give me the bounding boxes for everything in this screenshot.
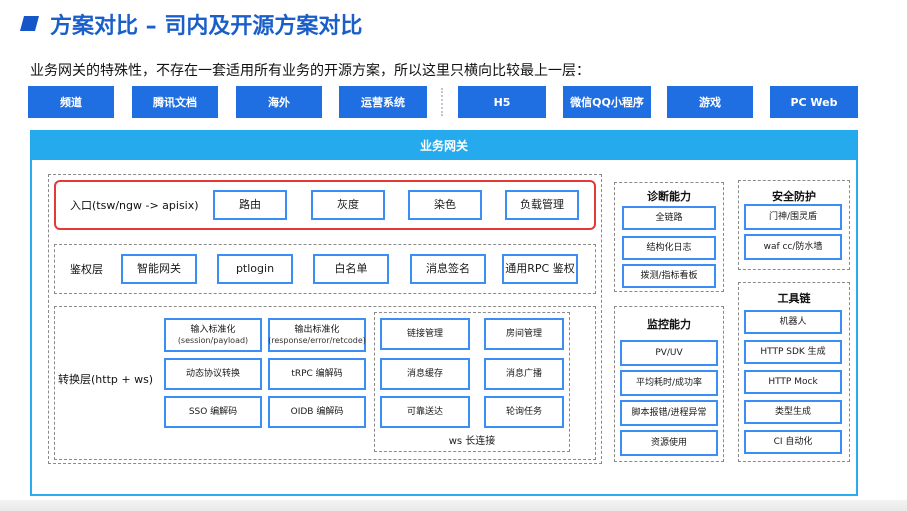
convert-input-normalize-sub: (session/payload) [177, 335, 249, 345]
auth-item-msg-sign: 消息签名 [410, 254, 486, 284]
diagnosis-group [614, 182, 724, 292]
monitor-group [614, 306, 724, 462]
top-tab-h5: H5 [458, 86, 546, 118]
ws-item-reliable: 可靠送达 [380, 396, 470, 428]
security-item-waf: waf cc/防水墙 [744, 234, 842, 260]
entry-item-route: 路由 [213, 190, 287, 220]
entry-item-dye: 染色 [408, 190, 482, 220]
ws-item-room-mgmt: 房间管理 [484, 318, 564, 350]
convert-oidb-codec: OIDB 编解码 [268, 396, 366, 428]
ws-item-msg-cache: 消息缓存 [380, 358, 470, 390]
page-subtitle: 业务网关的特殊性，不存在一套适用所有业务的开源方案，所以这里只横向比较最上一层： [30, 63, 590, 79]
top-tab-channel: 频道 [28, 86, 114, 118]
ws-container [374, 312, 570, 452]
entry-item-load: 负载管理 [505, 190, 579, 220]
auth-item-ptlogin: ptlogin [217, 254, 293, 284]
ws-item-conn-mgmt: 链接管理 [380, 318, 470, 350]
diagnosis-title: 诊断能力 [647, 190, 691, 203]
monitor-item-resource: 资源使用 [620, 430, 718, 456]
monitor-item-latency: 平均耗时/成功率 [620, 370, 718, 396]
security-title: 安全防护 [772, 190, 816, 203]
top-tab-ops-system: 运营系统 [339, 86, 427, 118]
layers-container [48, 174, 602, 464]
auth-item-smart-gateway: 智能网关 [121, 254, 197, 284]
tools-item-http-mock: HTTP Mock [744, 370, 842, 394]
tools-item-robot: 机器人 [744, 310, 842, 334]
convert-layer [54, 306, 596, 460]
convert-dynamic-protocol: 动态协议转换 [164, 358, 262, 390]
entry-item-gray: 灰度 [311, 190, 385, 220]
top-tab-tencent-docs: 腾讯文档 [132, 86, 218, 118]
slide-bottom-edge [0, 500, 907, 511]
convert-input-normalize: 输入标准化 (session/payload) [164, 318, 262, 352]
security-item-menshen: 门神/围灵盾 [744, 204, 842, 230]
title-marker-icon [19, 16, 40, 31]
top-tab-game: 游戏 [667, 86, 753, 118]
entry-layer [54, 180, 596, 230]
tools-item-type-gen: 类型生成 [744, 400, 842, 424]
top-tab-overseas: 海外 [236, 86, 322, 118]
top-tab-pc-web: PC Web [770, 86, 858, 118]
ws-label: ws 长连接 [448, 436, 496, 447]
tools-group [738, 282, 850, 462]
tools-title: 工具链 [777, 292, 811, 305]
diagnosis-item-struct-log: 结构化日志 [622, 236, 716, 260]
monitor-title: 监控能力 [647, 318, 691, 331]
gateway-header: 业务网关 [30, 130, 858, 160]
auth-layer [54, 244, 596, 294]
diagnosis-item-full-link: 全链路 [622, 206, 716, 230]
ws-item-msg-broadcast: 消息广播 [484, 358, 564, 390]
convert-input-normalize-label: 输入标准化 [190, 325, 236, 336]
convert-output-normalize: 输出标准化 (response/error/retcode) [268, 318, 366, 352]
tools-item-ci: CI 自动化 [744, 430, 842, 454]
page-title: 方案对比 – 司内及开源方案对比 [50, 14, 363, 39]
auth-item-whitelist: 白名单 [313, 254, 389, 284]
auth-layer-label: 鉴权层 [70, 263, 103, 276]
top-tab-mini-program: 微信QQ小程序 [563, 86, 651, 118]
entry-layer-label: 入口(tsw/ngw -> apisix) [70, 199, 199, 212]
convert-output-normalize-sub: (response/error/retcode) [268, 335, 366, 345]
tab-separator [441, 88, 443, 116]
diagnosis-item-dial-board: 拨测/指标看板 [622, 264, 716, 288]
tools-item-sdk-gen: HTTP SDK 生成 [744, 340, 842, 364]
ws-item-poll-task: 轮询任务 [484, 396, 564, 428]
monitor-item-pvuv: PV/UV [620, 340, 718, 366]
auth-item-rpc-auth: 通用RPC 鉴权 [502, 254, 578, 284]
convert-output-normalize-label: 输出标准化 [294, 325, 340, 336]
convert-layer-label: 转换层(http + ws) [58, 373, 154, 386]
convert-sso-codec: SSO 编解码 [164, 396, 262, 428]
monitor-item-script-error: 脚本报错/进程异常 [620, 400, 718, 426]
security-group [738, 180, 850, 270]
convert-trpc-codec: tRPC 编解码 [268, 358, 366, 390]
